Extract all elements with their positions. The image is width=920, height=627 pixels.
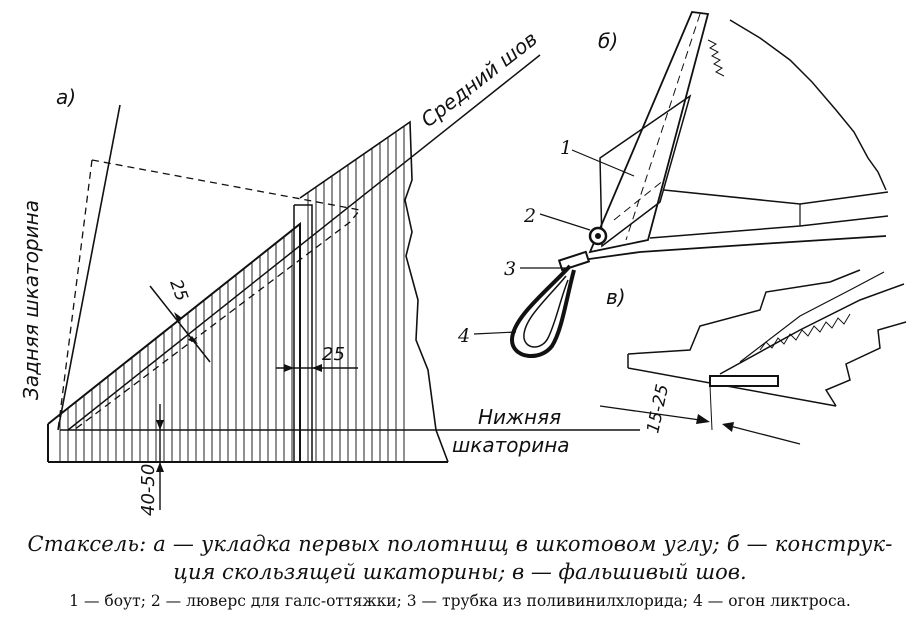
- dim-arrowhead: [174, 312, 182, 322]
- part-v-false-seam: в) 15-25: [599, 269, 907, 445]
- part-b-sliding-luff: б) 1 2 3 4: [457, 11, 889, 359]
- seam-zigzag: [759, 313, 851, 351]
- false-seam-strip: [709, 375, 779, 387]
- dim-arrowhead: [156, 420, 164, 430]
- horizontal-seam-lower: [649, 215, 889, 239]
- label-v: в): [606, 285, 626, 309]
- cloth-right-edge: [824, 321, 907, 407]
- pvc-tube-icon: [557, 250, 591, 272]
- rear-edge-line: [57, 104, 121, 431]
- sail-body-outline: [729, 19, 887, 191]
- panel-outline-right: [299, 120, 449, 463]
- dim-arrowhead: [284, 364, 294, 372]
- rear-edge-dash: [57, 159, 93, 431]
- reinforcement-panel: [599, 94, 692, 248]
- dim-arrowhead: [696, 414, 710, 424]
- leader-4: [473, 331, 517, 335]
- caption-line-2: ция скользящей шкаторины; в — фальшивый …: [173, 560, 747, 584]
- rear-edge-label: Задняя шкаторина: [19, 200, 43, 400]
- horizontal-seam: [663, 189, 889, 205]
- dim-arrowhead: [312, 364, 322, 372]
- dim-15-25-label: 15-25: [643, 383, 673, 435]
- seam-line-lower: [719, 283, 905, 375]
- rope-eye-inner: [523, 275, 569, 348]
- seam-line-upper: [739, 271, 885, 363]
- cloth-upper-edge: [627, 269, 861, 355]
- callout-1: 1: [560, 137, 572, 159]
- dim-arrowhead: [188, 336, 198, 344]
- luff-zigzag: [707, 39, 725, 77]
- dim-arrowhead: [156, 462, 164, 472]
- luff-stitch: [625, 13, 701, 241]
- foot-edge: [581, 235, 887, 261]
- panel-strip: [293, 204, 313, 463]
- callout-2: 2: [523, 205, 536, 227]
- dim-25-diag-arrow: [149, 285, 211, 363]
- caption-legend: 1 — боут; 2 — люверс для галс-оттяжки; 3…: [0, 592, 920, 610]
- caption-line-1: Стаксель: а — укладка первых полотнищ в …: [27, 532, 893, 556]
- leader-2: [539, 213, 591, 231]
- dim-arrowhead: [722, 422, 734, 432]
- label-b: б): [598, 29, 618, 53]
- middle-seam-label: Средний шов: [416, 26, 542, 131]
- dim-15-25-arrow-right: [729, 425, 801, 445]
- dim-ext-line: [709, 385, 713, 431]
- bottom-edge-label-2: шкаторина: [452, 433, 570, 457]
- leader-1: [571, 149, 635, 177]
- part-a-panel-layout: 25 25 40-50 а) Задняя шкаторина Средний …: [19, 26, 640, 516]
- panel-dash: [613, 179, 665, 221]
- bottom-edge-label-1: Нижняя: [478, 405, 561, 429]
- callout-3: 3: [504, 258, 516, 280]
- callout-4: 4: [457, 325, 470, 347]
- dim-15-25-arrow-left: [599, 405, 701, 421]
- dashed-layout: [73, 159, 362, 431]
- label-a: а): [56, 85, 76, 109]
- sail-construction-figure: 25 25 40-50 а) Задняя шкаторина Средний …: [19, 11, 907, 516]
- dim-25-diag-label: 25: [165, 277, 191, 304]
- dim-25-horiz-label: 25: [322, 344, 345, 365]
- sail-outline: [47, 221, 448, 463]
- middle-seam-line: [67, 54, 541, 431]
- cloth-hatch-lines: [59, 126, 405, 462]
- grommet-hole: [595, 233, 601, 239]
- rope-eye-icon: [509, 264, 576, 359]
- caption-legend-text: 1 — боут; 2 — люверс для галс-оттяжки; 3…: [69, 592, 851, 610]
- dim-40-50-label: 40-50: [138, 464, 159, 516]
